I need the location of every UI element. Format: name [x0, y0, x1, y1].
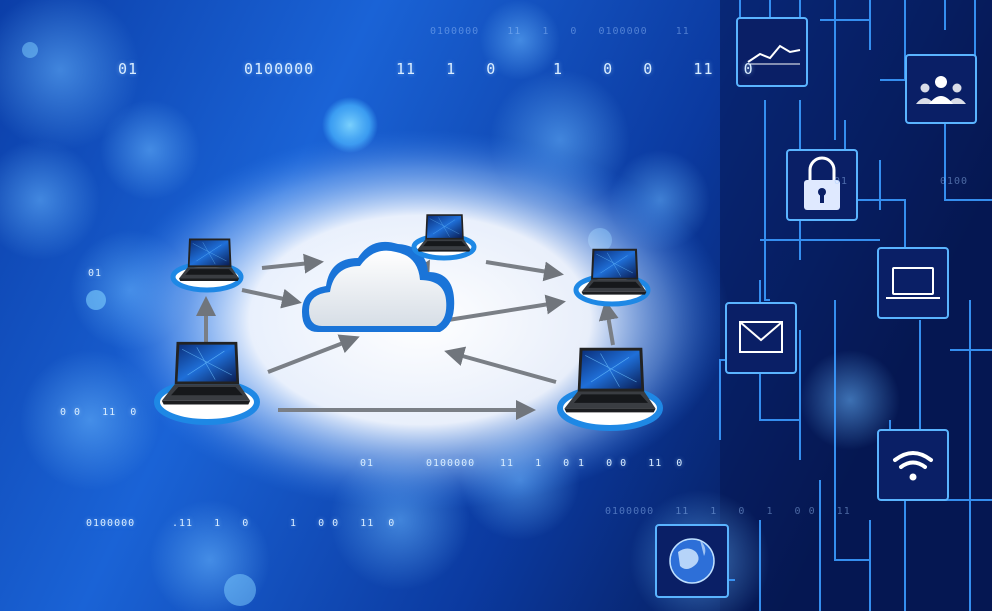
- binary-text-top-2: 0100000: [244, 60, 315, 78]
- binary-text-top-1: 01: [118, 60, 139, 78]
- laptop-node-right: [573, 248, 651, 307]
- lock-icon: [804, 156, 840, 210]
- users-icon: [916, 76, 966, 104]
- binary-text-lock: 01: [834, 176, 849, 187]
- globe-icon: [669, 538, 715, 584]
- wifi-icon: [893, 451, 933, 481]
- binary-text-right-side: 0100: [940, 176, 969, 187]
- laptop-node-top-left: [170, 238, 244, 293]
- binary-text-center-3: 11 1 0: [500, 458, 571, 469]
- line-chart-icon: [747, 44, 801, 65]
- network-arrows: [196, 253, 619, 420]
- envelope-icon: [739, 321, 783, 353]
- binary-text-left-low: 0 0 11 0: [60, 407, 138, 418]
- laptop-node-top-center: [411, 213, 477, 261]
- binary-text-left-mid: 01: [88, 268, 103, 279]
- binary-text-center-1: 01: [360, 458, 375, 469]
- binary-text-circuit-low: 0100000 11 1 0 1 0 0 11: [605, 506, 851, 517]
- binary-text-bottom-1: 0100000: [86, 518, 136, 529]
- binary-text-center-4: 1 0 0 11 0: [578, 458, 684, 469]
- binary-text-top-4: 1 0 0 11 0: [553, 60, 754, 78]
- binary-text-right-top: 0100000 11 1 0 0100000 11: [430, 26, 690, 37]
- cloud-icon: [302, 241, 455, 332]
- binary-text-bottom-2: .11 1 0: [172, 518, 250, 529]
- binary-text-top-3: 11 1 0: [396, 60, 497, 78]
- laptop-icon: [886, 267, 940, 299]
- laptop-node-bottom-left: [154, 341, 260, 425]
- binary-text-center-2: 0100000: [426, 458, 476, 469]
- laptop-node-bottom-right: [557, 347, 663, 431]
- binary-text-bottom-3: 1 0 0 11 0: [290, 518, 396, 529]
